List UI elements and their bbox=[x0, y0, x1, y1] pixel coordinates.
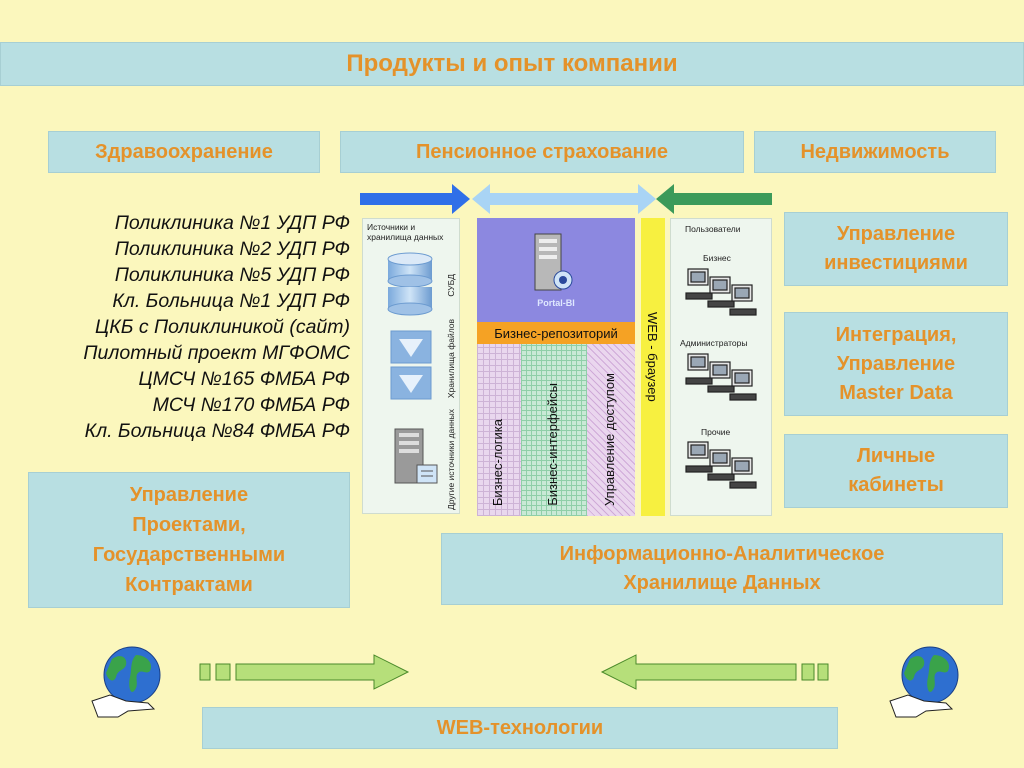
project-management-box: Управление Проектами, Государственными К… bbox=[28, 472, 350, 608]
list-item: Кл. Больница №84 ФМБА РФ bbox=[84, 420, 350, 442]
list-item: Поликлиника №1 УДП РФ bbox=[114, 212, 350, 234]
category-healthcare: Здравоохранение bbox=[48, 131, 320, 173]
category-label: Недвижимость bbox=[800, 140, 950, 163]
blue-arrow-icon bbox=[360, 184, 470, 214]
business-logic-column: Бизнес-логика bbox=[477, 344, 521, 516]
globe-icon bbox=[889, 646, 959, 718]
box-line: Интеграция, bbox=[835, 323, 957, 346]
box-line: Информационно-Аналитическое bbox=[559, 543, 885, 565]
left-to-right-arrow-icon bbox=[199, 654, 410, 690]
business-interfaces-column: Бизнес-интерфейсы bbox=[521, 344, 587, 516]
sources-header: Источники и хранилища данных bbox=[367, 222, 444, 242]
box-line: инвестициями bbox=[824, 252, 968, 274]
other-sources-label: Другие источники данных bbox=[446, 409, 456, 511]
column-label: Бизнес-логика bbox=[490, 418, 505, 506]
database-icon bbox=[387, 252, 433, 316]
box-line: Проектами, bbox=[132, 514, 246, 536]
portal-label: Portal-BI bbox=[537, 298, 575, 308]
category-pension-insurance: Пенсионное страхование bbox=[340, 131, 744, 173]
hand-icon bbox=[889, 694, 954, 718]
business-repository-bar: Бизнес-репозиторий bbox=[477, 322, 635, 344]
box-line: кабинеты bbox=[848, 474, 944, 496]
box-line: Контрактами bbox=[125, 574, 253, 596]
list-item: МСЧ №170 ФМБА РФ bbox=[152, 394, 350, 416]
list-item: Поликлиника №2 УДП РФ bbox=[114, 238, 350, 260]
top-arrows bbox=[360, 184, 772, 214]
page-title: Продукты и опыт компании bbox=[346, 50, 678, 77]
box-line: Управление bbox=[129, 484, 249, 506]
box-line: Управление bbox=[836, 352, 956, 375]
list-item: Кл. Больница №1 УДП РФ bbox=[112, 290, 350, 312]
list-item: Поликлиника №5 УДП РФ bbox=[114, 264, 350, 286]
category-label: Пенсионное страхование bbox=[415, 140, 669, 163]
box-line: Государственными bbox=[92, 544, 286, 566]
master-data-box: Интеграция, Управление Master Data bbox=[784, 312, 1008, 416]
workstation-icon bbox=[685, 441, 757, 489]
box-line: Управление bbox=[836, 223, 956, 245]
dbms-label: СУБД bbox=[446, 274, 456, 297]
web-technologies-label: WEB-технологии bbox=[436, 716, 604, 739]
globe-icon bbox=[91, 646, 161, 718]
repository-label: Бизнес-репозиторий bbox=[494, 325, 618, 341]
personal-accounts-box: Личные кабинеты bbox=[784, 434, 1008, 508]
web-browser-label: WEB - браузер bbox=[645, 312, 660, 402]
green-arrow-icon bbox=[656, 184, 772, 214]
users-group-label: Администраторы bbox=[680, 338, 748, 348]
portal-panel: Portal-BI bbox=[477, 218, 635, 322]
list-item: ЦКБ с Поликлиникой (сайт) bbox=[95, 316, 350, 338]
right-to-left-arrow-icon bbox=[600, 654, 829, 690]
users-header: Пользователи bbox=[685, 224, 741, 234]
header-banner: Продукты и опыт компании bbox=[0, 42, 1024, 86]
web-technologies-box: WEB-технологии bbox=[202, 707, 838, 749]
category-label: Здравоохранение bbox=[95, 140, 273, 163]
users-group-label: Бизнес bbox=[703, 253, 731, 263]
file-storage-label: Хранилища файлов bbox=[446, 319, 456, 399]
list-item: Пилотный проект МГФОМС bbox=[83, 342, 350, 364]
server-icon bbox=[394, 428, 438, 484]
users-group-label: Прочие bbox=[701, 427, 731, 437]
light-blue-double-arrow-icon bbox=[472, 184, 656, 214]
sources-panel: Источники и хранилища данных СУБД Хранил… bbox=[362, 218, 460, 514]
investment-management-box: Управление инвестициями bbox=[784, 212, 1008, 286]
category-real-estate: Недвижимость bbox=[754, 131, 996, 173]
list-item: ЦМСЧ №165 ФМБА РФ bbox=[138, 368, 350, 390]
workstation-icon bbox=[685, 353, 757, 401]
column-label: Бизнес-интерфейсы bbox=[545, 383, 560, 506]
box-line: Хранилище Данных bbox=[623, 572, 821, 594]
box-line: Личные bbox=[856, 445, 936, 467]
web-browser-bar: WEB - браузер bbox=[641, 218, 665, 516]
server-icon bbox=[534, 233, 573, 291]
workstation-icon bbox=[685, 268, 757, 316]
client-list: Поликлиника №1 УДП РФ Поликлиника №2 УДП… bbox=[20, 210, 350, 444]
column-label: Управление доступом bbox=[602, 372, 617, 506]
data-warehouse-box: Информационно-Аналитическое Хранилище Да… bbox=[441, 533, 1003, 605]
box-line: Master Data bbox=[839, 381, 953, 404]
hand-icon bbox=[91, 694, 156, 718]
access-control-column: Управление доступом bbox=[587, 344, 635, 516]
file-storage-icon bbox=[390, 330, 432, 400]
